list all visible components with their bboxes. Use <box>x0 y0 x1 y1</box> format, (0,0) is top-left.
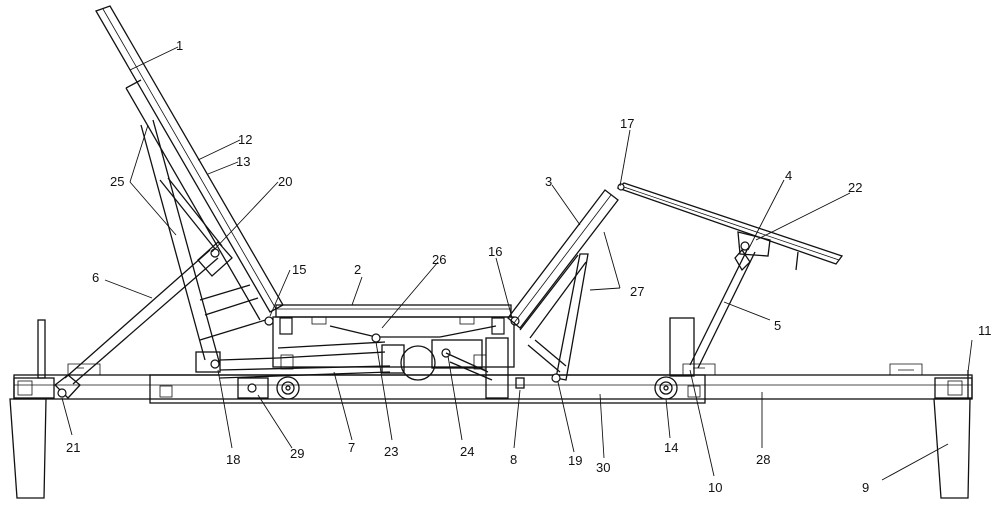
label-8: 8 <box>510 452 517 467</box>
label-29: 29 <box>290 446 304 461</box>
label-14: 14 <box>664 440 678 455</box>
label-16: 16 <box>488 244 502 259</box>
label-25: 25 <box>110 174 124 189</box>
label-15: 15 <box>292 262 306 277</box>
roller-29 <box>238 377 299 399</box>
label-18: 18 <box>226 452 240 467</box>
label-22: 22 <box>848 180 862 195</box>
label-19: 19 <box>568 453 582 468</box>
label-28: 28 <box>756 452 770 467</box>
leg-left <box>10 320 54 498</box>
thigh-section <box>508 190 618 382</box>
label-17: 17 <box>620 116 634 131</box>
part-labels: 1 12 13 25 20 6 15 2 26 16 3 17 4 22 27 … <box>66 38 992 495</box>
label-10: 10 <box>708 480 722 495</box>
label-4: 4 <box>785 168 792 183</box>
hinge-21 <box>55 375 80 398</box>
drive-assembly <box>220 326 524 398</box>
foot-section <box>618 183 842 270</box>
base-frame <box>14 375 972 403</box>
label-21: 21 <box>66 440 80 455</box>
label-6: 6 <box>92 270 99 285</box>
label-27: 27 <box>630 284 644 299</box>
label-20: 20 <box>278 174 292 189</box>
label-13: 13 <box>236 154 250 169</box>
label-5: 5 <box>774 318 781 333</box>
label-12: 12 <box>238 132 252 147</box>
label-9: 9 <box>862 480 869 495</box>
label-11: 11 <box>978 323 992 338</box>
label-7: 7 <box>348 440 355 455</box>
roller-14 <box>655 377 677 399</box>
label-3: 3 <box>545 174 552 189</box>
leg-right <box>934 370 972 498</box>
label-23: 23 <box>384 444 398 459</box>
post-10 <box>670 318 694 376</box>
label-1: 1 <box>176 38 183 53</box>
back-rest <box>96 6 283 320</box>
label-30: 30 <box>596 460 610 475</box>
label-26: 26 <box>432 252 446 267</box>
back-linkage <box>141 120 272 365</box>
strut-5 <box>690 248 755 368</box>
label-2: 2 <box>354 262 361 277</box>
label-24: 24 <box>460 444 474 459</box>
